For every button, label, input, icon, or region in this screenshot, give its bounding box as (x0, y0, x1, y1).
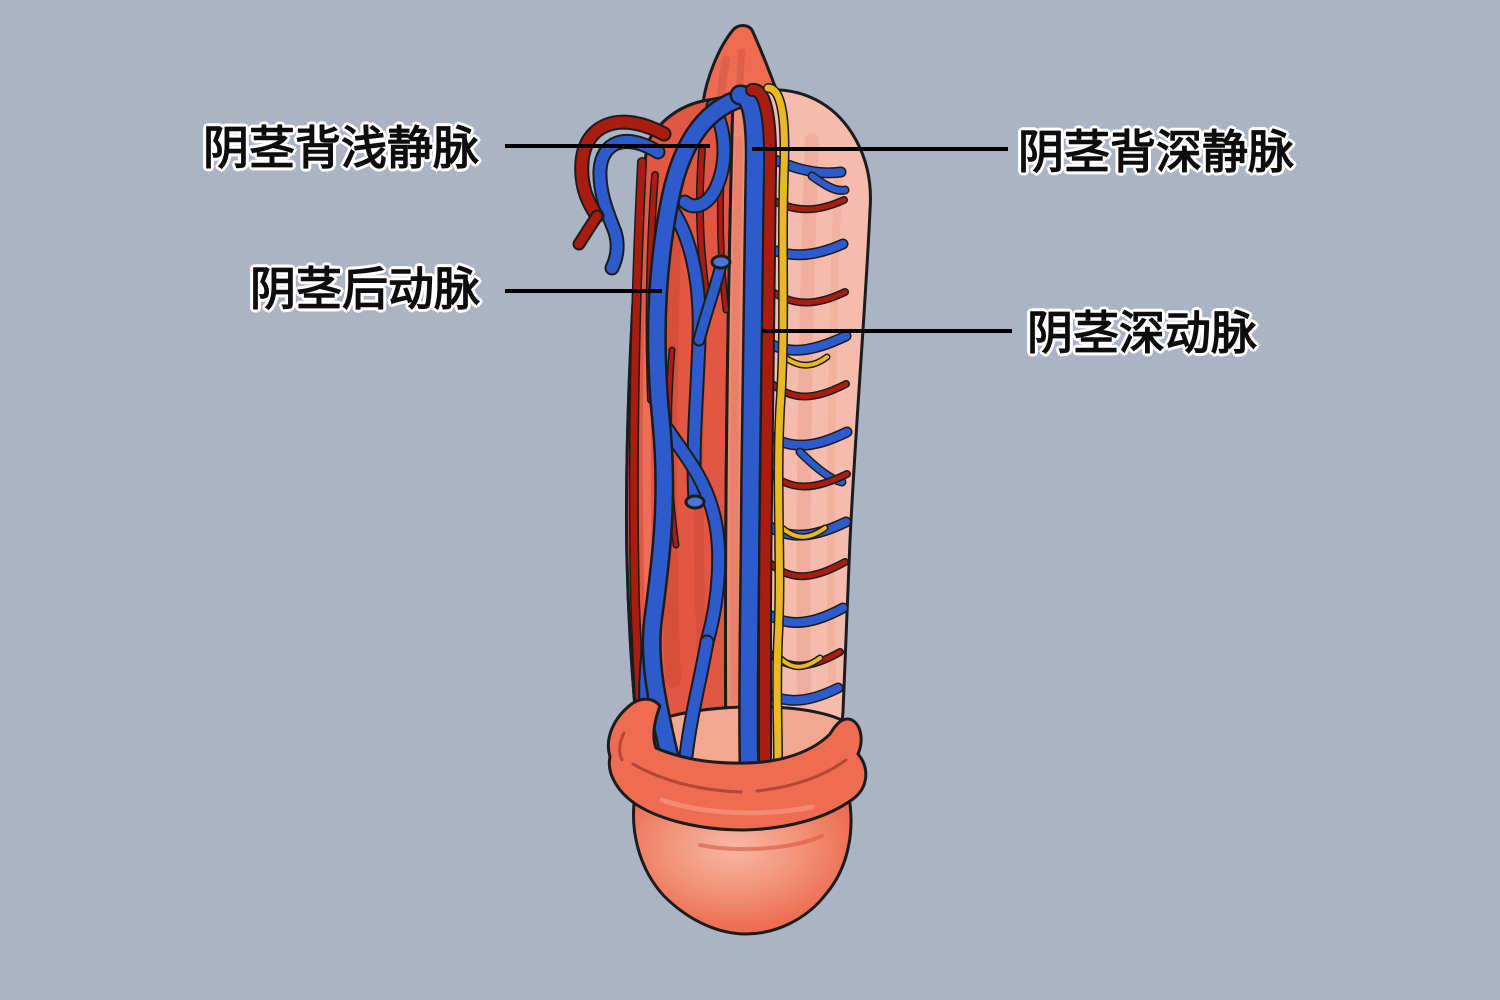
label-deep-artery: 阴茎深动脉 (1027, 307, 1257, 359)
label-posterior-artery: 阴茎后动脉 (250, 263, 480, 315)
label-superficial-dorsal-vein: 阴茎背浅静脉 (203, 122, 479, 174)
superficial-dorsal-vein-graphic (645, 100, 736, 756)
leader-line-superficial-dorsal-vein (505, 144, 710, 148)
foreskin-collar (606, 697, 868, 832)
label-deep-dorsal-vein: 阴茎背深静脉 (1018, 126, 1294, 178)
leader-line-deep-artery (762, 329, 1012, 333)
leader-line-posterior-artery (505, 289, 662, 293)
leader-line-deep-dorsal-vein (752, 147, 1008, 151)
